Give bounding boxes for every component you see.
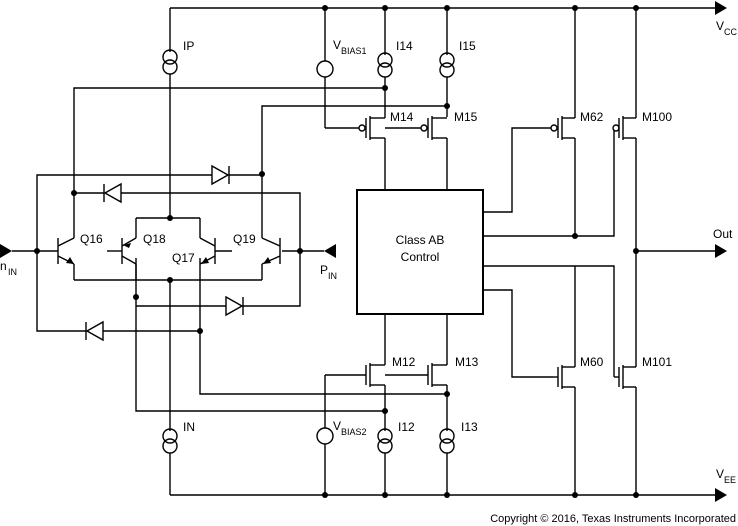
current-source-in: IN bbox=[162, 282, 195, 495]
svg-text:BIAS2: BIAS2 bbox=[341, 427, 367, 437]
svg-text:Class AB: Class AB bbox=[396, 233, 445, 247]
diode-loop-top bbox=[36, 164, 262, 251]
wire-bases bbox=[74, 277, 262, 283]
transistor-q19: Q19 bbox=[233, 232, 281, 280]
current-source-i12: I12 bbox=[377, 420, 415, 495]
wire-i12-node bbox=[133, 258, 388, 414]
current-source-i14: I14 bbox=[377, 8, 413, 117]
svg-text:n: n bbox=[0, 259, 7, 273]
svg-text:M12: M12 bbox=[392, 355, 416, 369]
input-pin: P IN bbox=[282, 244, 337, 281]
svg-text:IN: IN bbox=[183, 420, 195, 434]
wire-i15-node bbox=[259, 105, 447, 238]
diode-loop-bottom bbox=[36, 251, 200, 342]
svg-text:CC: CC bbox=[724, 27, 737, 37]
svg-text:V: V bbox=[716, 19, 724, 33]
output-node: Out bbox=[633, 227, 733, 258]
svg-text:M101: M101 bbox=[642, 355, 672, 369]
svg-text:M60: M60 bbox=[580, 355, 604, 369]
voltage-source-vbias1: V BIAS1 bbox=[316, 8, 367, 129]
transistor-m101: M101 bbox=[614, 355, 672, 495]
transistor-m14: M14 bbox=[358, 110, 414, 190]
transistor-m100: M100 bbox=[612, 8, 672, 367]
svg-text:V: V bbox=[716, 467, 724, 481]
copyright-text: Copyright © 2016, Texas Instruments Inco… bbox=[490, 513, 736, 525]
input-nin: n IN bbox=[0, 244, 58, 277]
transistor-m60: M60 bbox=[553, 266, 604, 495]
current-source-ip: IP bbox=[162, 8, 194, 218]
svg-text:Q19: Q19 bbox=[233, 232, 256, 246]
svg-text:M15: M15 bbox=[454, 110, 478, 124]
diode-loop-mid-bottom bbox=[136, 251, 301, 317]
svg-text:IN: IN bbox=[328, 271, 337, 281]
svg-text:I12: I12 bbox=[398, 420, 415, 434]
svg-text:I15: I15 bbox=[459, 39, 476, 53]
svg-text:M13: M13 bbox=[455, 355, 479, 369]
svg-text:M14: M14 bbox=[390, 110, 414, 124]
svg-text:M100: M100 bbox=[642, 110, 672, 124]
svg-text:Out: Out bbox=[713, 227, 733, 241]
svg-text:IN: IN bbox=[8, 267, 17, 277]
vee-rail bbox=[170, 488, 727, 502]
transistor-q18: Q18 bbox=[107, 218, 166, 280]
voltage-source-vbias2: V BIAS2 bbox=[316, 375, 367, 495]
vcc-rail bbox=[170, 1, 727, 15]
svg-text:P: P bbox=[320, 263, 328, 277]
wire-i13-node bbox=[197, 258, 450, 397]
transistor-m62: M62 bbox=[550, 8, 604, 239]
vee-label: V EE bbox=[716, 467, 736, 485]
svg-text:I14: I14 bbox=[396, 39, 413, 53]
svg-text:Control: Control bbox=[401, 250, 440, 264]
svg-text:EE: EE bbox=[724, 475, 736, 485]
wire-i14-node bbox=[71, 87, 385, 238]
current-source-i15: I15 bbox=[439, 8, 476, 117]
svg-text:I13: I13 bbox=[461, 420, 478, 434]
control-wires bbox=[483, 127, 615, 378]
transistor-q16: Q16 bbox=[57, 232, 103, 280]
svg-text:V: V bbox=[333, 419, 341, 433]
svg-text:Q17: Q17 bbox=[172, 251, 195, 265]
diode-loop-mid-top bbox=[74, 182, 301, 251]
svg-text:V: V bbox=[333, 38, 341, 52]
svg-text:Q18: Q18 bbox=[143, 232, 166, 246]
svg-text:IP: IP bbox=[183, 39, 194, 53]
transistor-m12: M12 bbox=[325, 314, 416, 425]
transistor-q17: Q17 bbox=[172, 218, 232, 265]
svg-text:Q16: Q16 bbox=[80, 232, 103, 246]
wire-ip-node bbox=[136, 215, 200, 221]
svg-text:BIAS1: BIAS1 bbox=[341, 46, 367, 56]
svg-text:M62: M62 bbox=[580, 110, 604, 124]
transistor-m13: M13 bbox=[385, 314, 479, 425]
class-ab-control-block: Class AB Control bbox=[356, 189, 484, 315]
transistor-m15: M15 bbox=[385, 110, 478, 190]
vcc-label: V CC bbox=[716, 19, 737, 37]
current-source-i13: I13 bbox=[439, 420, 478, 495]
